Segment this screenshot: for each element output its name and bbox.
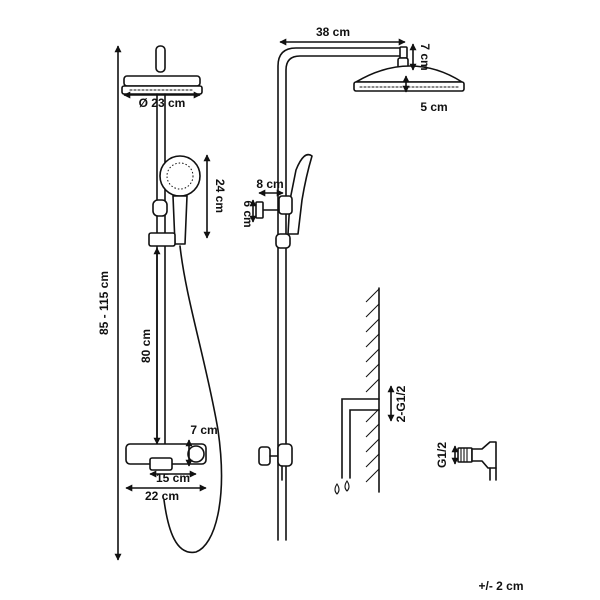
slider-bracket (148, 232, 176, 247)
holder-height-label: 6 cm (241, 200, 255, 227)
slide-rail-length-label: 80 cm (139, 329, 153, 363)
head-thickness-label: 5 cm (420, 100, 447, 114)
mixer-depth-label: 15 cm (156, 471, 190, 485)
arm-drop-label: 7 cm (418, 43, 432, 70)
rain-head-diameter-label: Ø 23 cm (139, 96, 186, 110)
threaded-end (457, 447, 473, 463)
wall-connection-detail: 2-G1/2 (334, 287, 408, 495)
supply-pipe (341, 398, 380, 479)
wall-hatching (365, 288, 380, 483)
rain-shower-head (121, 75, 203, 95)
hand-shower (159, 155, 201, 245)
hand-shower-length-label: 24 cm (213, 179, 227, 213)
arm-reach-label: 38 cm (316, 25, 350, 39)
tolerance-note: +/- 2 cm (478, 579, 523, 593)
mixer-side (258, 443, 293, 481)
riser-pipe (156, 93, 166, 449)
mixer-width-label: 22 cm (145, 489, 179, 503)
riser-top-cap (155, 45, 166, 73)
eccentric-connector-detail: G1/2 (435, 441, 497, 481)
holder-depth-label: 8 cm (256, 177, 283, 191)
mixer-height-label: 7 cm (190, 423, 217, 437)
eccentric-thread-label: G1/2 (435, 442, 449, 468)
rain-head-side (353, 65, 465, 92)
shower-hose (163, 245, 223, 554)
water-drops-icon (334, 480, 350, 495)
hand-shower-holder (152, 199, 168, 217)
side-view: 38 cm 7 cm 5 cm 8 cm 6 cm (241, 25, 465, 541)
eccentric-body (471, 441, 497, 481)
thermostatic-mixer (125, 443, 207, 471)
wall-bracket-side (255, 201, 280, 219)
overall-height-label: 85 - 115 cm (97, 271, 111, 335)
connection-thread-label: 2-G1/2 (394, 385, 408, 422)
riser-arm (277, 46, 409, 541)
hand-shower-side (275, 153, 313, 249)
front-view: 85 - 115 cm Ø 23 cm 24 cm 80 cm 7 cm 15 … (97, 45, 227, 561)
